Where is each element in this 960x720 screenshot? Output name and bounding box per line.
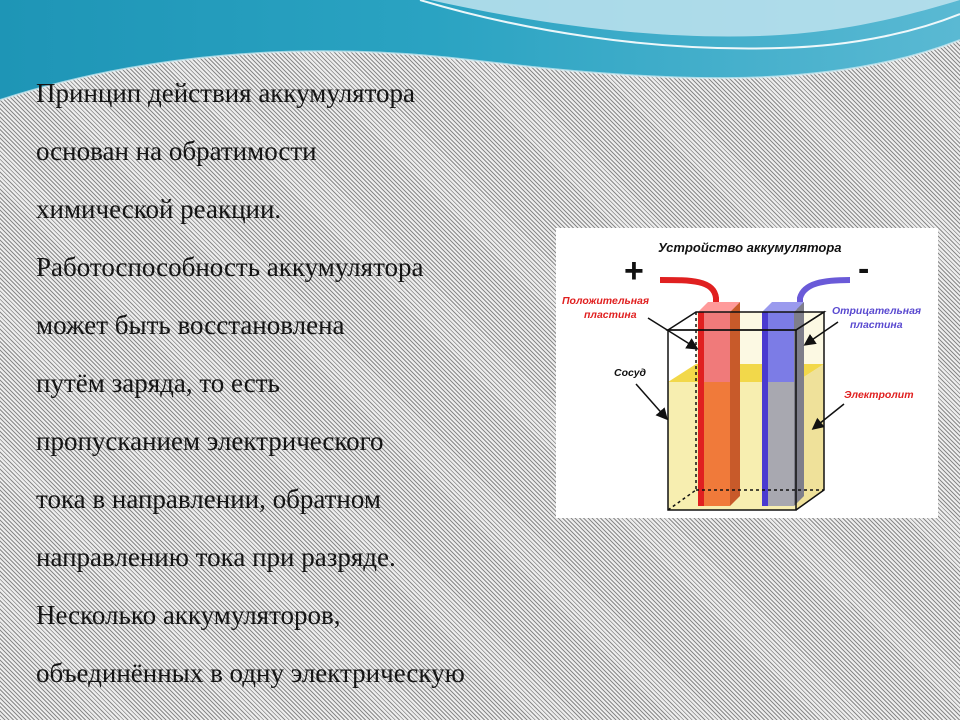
text-line: Принцип действия аккумулятора [36, 78, 416, 108]
positive-plate-side [730, 302, 740, 506]
text-line: основан на обратимости [36, 136, 317, 166]
electrolyte-label: Электролит [844, 389, 914, 401]
text-line: химической реакции. [36, 194, 282, 224]
wave-lower-line [0, 39, 960, 101]
plus-sign: + [624, 252, 644, 290]
positive-wire [659, 277, 719, 312]
positive-plate-label-line2: пластина [584, 309, 637, 321]
header-wave-decoration [0, 0, 960, 101]
text-line: Работоспособность аккумулятора [36, 252, 424, 282]
positive-plate-label-line1: Положительная [562, 295, 649, 307]
text-line: тока в направлении, обратном [36, 484, 381, 514]
text-line: Несколько аккумуляторов, [36, 600, 341, 630]
negative-plate-label-line2: пластина [850, 319, 903, 331]
negative-plate-edge [762, 312, 768, 506]
electrolyte-pointer [811, 403, 845, 430]
vessel-pointer [635, 383, 668, 421]
negative-plate-label-line1: Отрицательная [832, 305, 921, 317]
text-line: может быть восстановлена [36, 310, 345, 340]
diagram-title: Устройство аккумулятора [658, 240, 842, 255]
negative-plate-pointer [803, 321, 839, 346]
positive-plate-top [698, 302, 740, 312]
text-line: объединённых в одну электрическую [36, 658, 465, 688]
text-line: направлению тока при разряде. [36, 542, 396, 572]
positive-plate-edge [698, 312, 704, 506]
battery-diagram: Устройство аккумулятора + - [556, 228, 938, 518]
negative-wire [797, 277, 851, 312]
vessel-label: Сосуд [614, 367, 647, 379]
text-line: путём заряда, то есть [36, 368, 280, 398]
minus-sign: - [858, 250, 869, 288]
negative-plate-top [762, 302, 804, 312]
wave-highlight [430, 0, 960, 37]
text-line: пропусканием электрического [36, 426, 384, 456]
vessel-outline [665, 310, 827, 511]
positive-plate-pointer [647, 317, 699, 350]
wave-white-line [419, 0, 960, 50]
slide-body-text: Принцип действия аккумулятора основан на… [36, 64, 556, 702]
